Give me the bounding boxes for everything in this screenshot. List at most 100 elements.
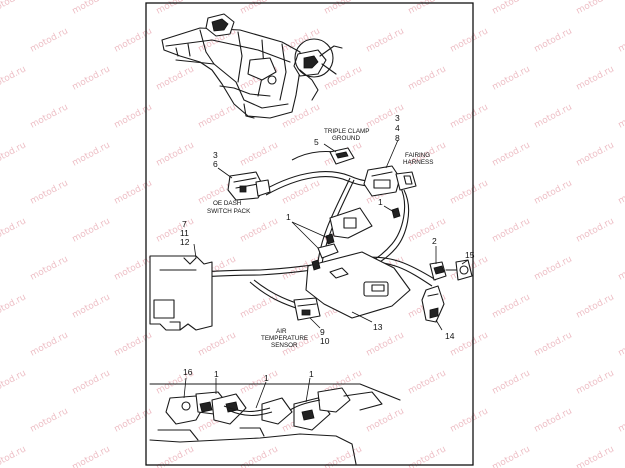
watermark-text: motod.ru [29,178,70,206]
label-triple-clamp: TRIPLE CLAMP [324,128,370,135]
watermark-text: motod.ru [533,178,574,206]
watermark-text: motod.ru [29,102,70,130]
left-body-section [149,255,213,331]
callout-8: 8 [395,133,400,143]
watermark-text: motod.ru [239,368,280,396]
watermark-text: motod.ru [113,26,154,54]
watermark-text: motod.ru [407,368,448,396]
watermark-text: motod.ru [0,216,28,244]
watermark-text: motod.ru [533,102,574,130]
watermark-text: motod.ru [491,292,532,320]
watermark-text: motod.ru [533,330,574,358]
callout-1c: 1 [214,369,219,379]
callout-1a: 1 [286,212,291,222]
watermark-text: motod.ru [113,102,154,130]
watermark-text: motod.ru [155,140,196,168]
watermark-text: motod.ru [533,254,574,282]
watermark-text: motod.ru [449,26,490,54]
watermark-text: motod.ru [239,292,280,320]
callout-1e: 1 [309,369,314,379]
watermark-text: motod.ru [365,406,406,434]
callout-12: 12 [180,237,190,247]
watermark-text: motod.ru [407,216,448,244]
watermark-text: motod.ru [29,26,70,54]
watermark-text: motod.ru [239,140,280,168]
callout-16: 16 [183,367,193,377]
watermark-text: motod.ru [449,406,490,434]
watermark-text: motod.ru [575,0,616,17]
oe-dash-switch-pack-connector [227,171,271,201]
connector-15 [455,259,473,281]
sensor-2 [429,261,459,281]
watermark-text: motod.ru [449,330,490,358]
callout-15: 15 [465,250,475,260]
plate-module-slot [371,284,385,292]
watermark-text: motod.ru [0,368,28,396]
cable-tie [391,207,401,219]
callout-10: 10 [320,336,330,346]
watermark-text: motod.ru [113,254,154,282]
watermark-text: motod.ru [0,140,28,168]
watermark-text: motod.ru [449,178,490,206]
watermark-text: motod.ru [71,292,112,320]
callout-4: 4 [395,123,400,133]
watermark-text: motod.ru [617,178,625,206]
watermark-text: motod.ru [365,330,406,358]
watermark-text: motod.ru [29,254,70,282]
callout-5: 5 [314,137,319,147]
label-oe-dash: OE DASH [213,200,242,207]
label-ground: GROUND [332,135,360,142]
watermark-text: motod.ru [491,368,532,396]
label-sensor: SENSOR [271,342,298,349]
callout-2: 2 [432,236,437,246]
watermark-text: motod.ru [155,216,196,244]
watermark-text: motod.ru [491,444,532,468]
watermark-text: motod.ru [533,26,574,54]
mounting-plate [305,251,411,319]
upper-bracket [329,207,373,239]
watermark-text: motod.ru [533,406,574,434]
ground-lug [317,243,339,259]
label-switch-pack: SWITCH PACK [207,208,251,215]
callout-1b: 1 [378,197,383,207]
callout-7: 7 [182,219,187,229]
watermark-text: motod.ru [575,140,616,168]
watermark-text: motod.ru [113,406,154,434]
connector-14 [421,285,445,323]
label-harness: HARNESS [403,159,433,166]
watermark-text: motod.ru [575,444,616,468]
watermark-text: motod.ru [491,140,532,168]
label-temperature: TEMPERATURE [261,335,308,342]
callout-3: 3 [395,113,400,123]
watermark-text: motod.ru [197,102,238,130]
watermark-text: motod.ru [239,216,280,244]
watermark-text: motod.ru [281,102,322,130]
watermark-text: motod.ru [0,0,28,17]
watermark-text: motod.ru [491,64,532,92]
watermark-text: motod.ru [71,0,112,17]
watermark-text: motod.ru [575,292,616,320]
leader-lines [183,139,469,409]
watermark-text: motod.ru [407,64,448,92]
watermark-text: motod.ru [29,406,70,434]
watermark-text: motod.ru [365,26,406,54]
watermark-text: motod.ru [71,64,112,92]
watermark-text: motod.ru [113,178,154,206]
watermark-text: motod.ru [71,368,112,396]
diagram-frame [145,2,474,466]
callout-6: 6 [213,159,218,169]
motorcycle-frame-overview [161,13,343,119]
label-fairing: FAIRING [405,152,430,159]
detail-circle [294,38,334,78]
watermark-text: motod.ru [29,330,70,358]
callout-1d: 1 [264,373,269,383]
watermark-text: motod.ru [491,0,532,17]
watermark-text: motod.ru [71,444,112,468]
callout-14: 14 [445,331,455,341]
callout-9: 9 [320,327,325,337]
watermark-text: motod.ru [575,368,616,396]
cable-tie [325,233,335,245]
watermark-text: motod.ru [617,26,625,54]
watermark-text: motod.ru [575,216,616,244]
